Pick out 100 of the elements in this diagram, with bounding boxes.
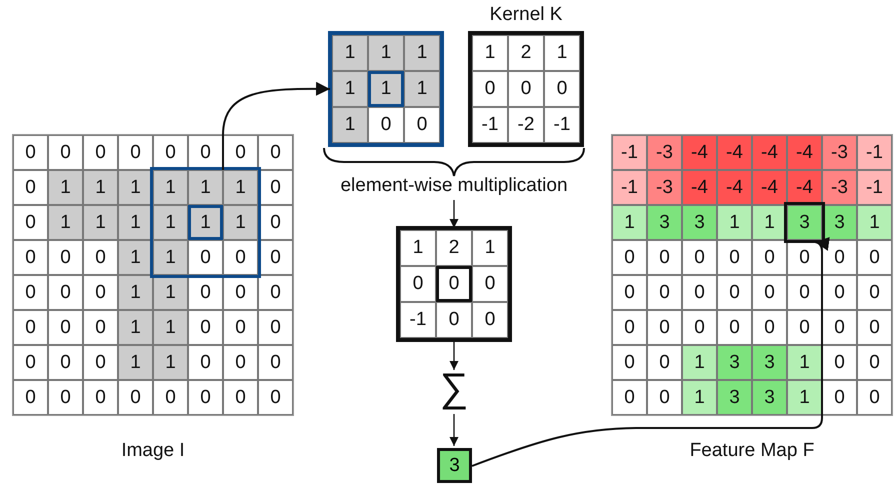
matrix-cell: 0 — [717, 275, 752, 310]
matrix-cell: 0 — [13, 345, 48, 380]
matrix-cell: 0 — [13, 275, 48, 310]
matrix-cell: -3 — [822, 170, 857, 205]
matrix-cell: 0 — [223, 380, 258, 415]
matrix-cell: 0 — [822, 275, 857, 310]
matrix-cell: 0 — [48, 275, 83, 310]
matrix-cell: 0 — [436, 302, 472, 338]
matrix-cell: -1 — [544, 107, 580, 143]
matrix-cell: -1 — [857, 170, 892, 205]
matrix-cell: 1 — [472, 35, 508, 71]
matrix-cell: 1 — [544, 35, 580, 71]
matrix-cell: -4 — [717, 135, 752, 170]
matrix-cell: 0 — [857, 240, 892, 275]
matrix-cell: 0 — [258, 170, 293, 205]
matrix-cell: 3 — [752, 380, 787, 415]
matrix-cell: 1 — [118, 205, 153, 240]
matrix-cell: 0 — [647, 275, 682, 310]
matrix-cell: -1 — [612, 135, 647, 170]
matrix-cell: 0 — [223, 240, 258, 275]
matrix-cell: 0 — [188, 310, 223, 345]
matrix-cell: -4 — [787, 170, 822, 205]
matrix-cell: 1 — [752, 205, 787, 240]
matrix-cell: -1 — [472, 107, 508, 143]
sliding-window — [153, 170, 258, 275]
matrix-cell: 0 — [822, 240, 857, 275]
matrix-cell: 0 — [188, 380, 223, 415]
matrix-cell: 0 — [717, 310, 752, 345]
matrix-caption: Image I — [121, 440, 185, 462]
matrix-cell: 0 — [682, 310, 717, 345]
matrix-cell: -1 — [612, 170, 647, 205]
matrix-cell: 0 — [258, 275, 293, 310]
matrix-cell: 1 — [404, 35, 440, 71]
matrix-cell: 0 — [188, 240, 223, 275]
matrix-cell: 0 — [752, 275, 787, 310]
matrix-cell: 1 — [717, 205, 752, 240]
matrix-cell: 1 — [787, 345, 822, 380]
matrix-cell: 0 — [258, 240, 293, 275]
matrix-cell: 0 — [258, 310, 293, 345]
matrix-cell: 0 — [508, 71, 544, 107]
matrix-cell: 0 — [13, 380, 48, 415]
matrix-cell: 0 — [682, 240, 717, 275]
matrix-cell: 0 — [472, 302, 508, 338]
matrix-cell: 0 — [13, 240, 48, 275]
matrix-cell: 0 — [83, 345, 118, 380]
matrix-cell: 0 — [787, 275, 822, 310]
matrix-cell: 1 — [612, 205, 647, 240]
matrix-cell: 1 — [118, 345, 153, 380]
matrix-cell: 0 — [404, 107, 440, 143]
matrix-cell: 1 — [118, 170, 153, 205]
matrix-cell: 0 — [400, 266, 436, 302]
matrix-cell: 3 — [647, 205, 682, 240]
arrow — [449, 414, 459, 446]
matrix-cell: 0 — [223, 310, 258, 345]
matrix-cell: 3 — [787, 205, 822, 240]
matrix-cell: 0 — [118, 380, 153, 415]
matrix-cell: 0 — [612, 345, 647, 380]
matrix-cell: 1 — [153, 345, 188, 380]
matrix-cell: -4 — [752, 135, 787, 170]
matrix-cell: 0 — [717, 240, 752, 275]
matrix-cell: 0 — [258, 205, 293, 240]
matrix-cell: 0 — [83, 240, 118, 275]
matrix-cell: 1 — [682, 345, 717, 380]
matrix-cell: 0 — [48, 310, 83, 345]
matrix-cell: 3 — [822, 205, 857, 240]
matrix-cell: 1 — [153, 275, 188, 310]
matrix-cell: 0 — [612, 380, 647, 415]
matrix-cell: -3 — [822, 135, 857, 170]
matrix-cell: 0 — [752, 310, 787, 345]
matrix-cell: 0 — [83, 310, 118, 345]
matrix-cell: 0 — [48, 345, 83, 380]
matrix-cell: 1 — [153, 240, 188, 275]
matrix-cell: 0 — [857, 380, 892, 415]
matrix-cell: 0 — [83, 380, 118, 415]
matrix-cell: 0 — [258, 380, 293, 415]
matrix-cell: 0 — [857, 275, 892, 310]
matrix-cell: 0 — [752, 240, 787, 275]
matrix-cell: 1 — [332, 107, 368, 143]
matrix-cell: 0 — [544, 71, 580, 107]
matrix-cell: 1 — [48, 205, 83, 240]
matrix-cell: 0 — [223, 275, 258, 310]
matrix-cell: 0 — [48, 240, 83, 275]
matrix-cell: 0 — [472, 266, 508, 302]
matrix-cell: 0 — [647, 240, 682, 275]
matrix-cell: 1 — [857, 205, 892, 240]
matrix-cell: 0 — [13, 135, 48, 170]
matrix-cell: -4 — [682, 135, 717, 170]
matrix-cell: 0 — [13, 310, 48, 345]
matrix-cell: 1 — [472, 230, 508, 266]
matrix-cell: 0 — [787, 310, 822, 345]
matrix-caption: Feature Map F — [690, 440, 814, 462]
matrix-cell: 0 — [258, 135, 293, 170]
matrix-cell: 0 — [612, 240, 647, 275]
matrix-cell: 0 — [48, 380, 83, 415]
matrix-cell: 0 — [368, 107, 404, 143]
matrix-cell: 0 — [857, 345, 892, 380]
arrow — [222, 82, 330, 170]
matrix-cell: 1 — [83, 170, 118, 205]
matrix-cell: 1 — [118, 240, 153, 275]
matrix-cell: 3 — [717, 380, 752, 415]
